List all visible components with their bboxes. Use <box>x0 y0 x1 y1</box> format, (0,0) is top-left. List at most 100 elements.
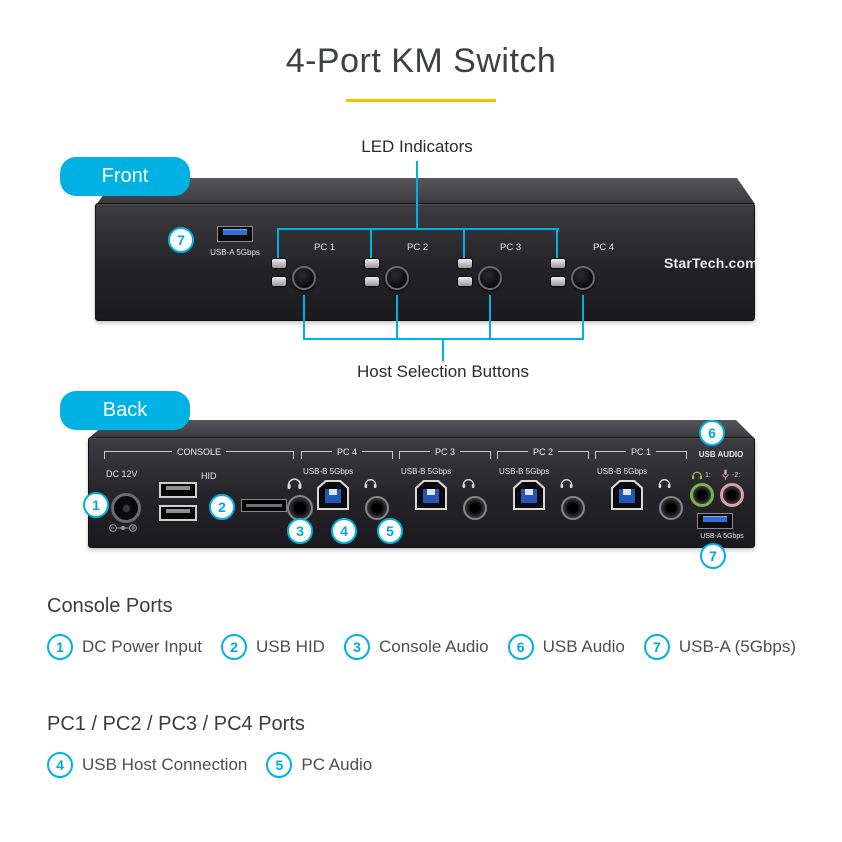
usb-audio-out-jack <box>690 483 714 507</box>
channel-group-3: PC 3 <box>456 242 542 308</box>
legend-badge-6: 6 <box>507 634 534 660</box>
callout-badge-6: 6 <box>699 420 725 446</box>
usb-audio-in-jack <box>720 483 744 507</box>
led-indicator <box>272 277 286 286</box>
channel-group-2: PC 2 <box>363 242 449 308</box>
front-panel-face: 7 USB-A 5Gbps PC 1 PC 2 PC 3 <box>95 203 758 321</box>
microphone-icon <box>722 469 729 480</box>
led-indicator <box>365 277 379 286</box>
pc3-section-label: PC 3 <box>435 447 456 457</box>
headphone-icon <box>462 479 475 489</box>
legend-label: PC Audio <box>301 755 373 774</box>
pc4-label: PC 4 <box>593 242 615 253</box>
legend-badge-2: 2 <box>221 634 247 660</box>
usb-a-port-back <box>697 513 733 529</box>
pc2-audio-jack <box>561 496 585 520</box>
usb-a-port-front-label: USB-A 5Gbps <box>210 248 260 257</box>
callout-badge-2: 2 <box>209 494 235 520</box>
callout-badge-1: 1 <box>83 492 109 518</box>
pc1-section-label: PC 1 <box>631 447 652 457</box>
led-indicator <box>458 259 472 268</box>
back-panel-top-face <box>89 420 754 438</box>
legend-badge-7: 7 <box>643 634 670 660</box>
callout-badge-3: 3 <box>287 518 313 544</box>
button-callout-drop-2 <box>396 295 398 340</box>
legend-item-dc-power: 1 DC Power Input <box>47 634 202 660</box>
audio-out-number: 1: <box>705 472 711 479</box>
legend-badge-4: 4 <box>47 752 73 778</box>
back-panel-device: CONSOLE PC 4 PC 3 PC 2 PC 1 <box>88 420 755 548</box>
console-section-label: CONSOLE <box>177 447 222 457</box>
button-callout-bar <box>303 338 584 340</box>
pc3-usb-b-port <box>415 480 447 510</box>
legend-label: DC Power Input <box>82 637 202 656</box>
legend-label: USB Audio <box>542 637 625 656</box>
headphone-icon <box>692 471 702 480</box>
pc3-section-bracket: PC 3 <box>399 447 492 462</box>
legend-badge-5: 5 <box>266 752 293 778</box>
host-buttons-callout: Host Selection Buttons <box>357 362 529 381</box>
legend-label: USB-A (5Gbps) <box>678 637 796 656</box>
pc1-label: PC 1 <box>314 242 336 253</box>
pc4-usb-b-label: USB-B 5Gbps <box>303 467 354 476</box>
pc2-usb-b-label: USB-B 5Gbps <box>499 467 550 476</box>
button-callout-drop-3 <box>489 295 491 340</box>
pc1-usb-b-label: USB-B 5Gbps <box>597 467 648 476</box>
back-panel-face: CONSOLE PC 4 PC 3 PC 2 PC 1 <box>88 437 755 548</box>
dc-power-jack <box>111 493 141 523</box>
usb-hid-port-1 <box>159 482 197 498</box>
callout-badge-7-back: 7 <box>700 543 726 569</box>
usb-a-tongue <box>222 229 248 235</box>
console-section-bracket: CONSOLE <box>104 447 295 462</box>
console-ports-legend: 1 DC Power Input 2 USB HID 3 Console Aud… <box>47 634 796 660</box>
led-indicators-callout: LED Indicators <box>361 137 473 156</box>
legend-label: USB HID <box>256 637 325 656</box>
led-callout-drop-2 <box>370 230 372 258</box>
front-panel-device: 7 USB-A 5Gbps PC 1 PC 2 PC 3 <box>95 178 758 324</box>
led-callout-drop-4 <box>556 230 558 258</box>
led-indicator <box>272 259 286 268</box>
pc3-label: PC 3 <box>500 242 522 253</box>
pc4-usb-b-port <box>317 480 349 510</box>
pc4-section-bracket: PC 4 <box>301 447 394 462</box>
callout-badge-5: 5 <box>377 518 403 544</box>
led-callout-stem <box>416 161 418 229</box>
pc4-audio-jack <box>365 496 389 520</box>
dc-power-label: DC 12V <box>106 469 138 479</box>
legend-item-pc-audio: 5 PC Audio <box>266 752 372 778</box>
led-callout-bar <box>277 228 559 230</box>
pc4-section-label: PC 4 <box>337 447 358 457</box>
usb-audio-section-label: USB AUDIO <box>698 450 744 459</box>
legend-label: USB Host Connection <box>82 755 248 774</box>
pc1-audio-jack <box>659 496 683 520</box>
headphone-icon <box>560 479 573 489</box>
pc1-section-bracket: PC 1 <box>595 447 688 462</box>
pc2-section-label: PC 2 <box>533 447 554 457</box>
host-selection-button-1 <box>292 266 316 290</box>
led-indicator <box>458 277 472 286</box>
console-ports-heading: Console Ports <box>47 595 173 617</box>
led-indicator <box>551 259 565 268</box>
callout-badge-7-front: 7 <box>168 227 194 253</box>
channel-group-1: PC 1 <box>270 242 356 308</box>
legend-label: Console Audio <box>378 637 489 656</box>
channel-group-4: PC 4 <box>549 242 635 308</box>
usb-a-port-front <box>217 226 253 242</box>
led-callout-drop-1 <box>277 230 279 258</box>
pc-ports-heading: PC1 / PC2 / PC3 / PC4 Ports <box>47 713 305 735</box>
hid-slot <box>241 499 287 512</box>
audio-in-number: -2: <box>732 472 741 479</box>
host-selection-button-2 <box>385 266 409 290</box>
front-panel-top-face <box>97 178 755 204</box>
title-underline <box>346 99 496 102</box>
headphone-icon <box>658 479 671 489</box>
legend-item-usb-audio: 6 USB Audio <box>507 634 625 660</box>
legend-item-usb-hid: 2 USB HID <box>221 634 325 660</box>
legend-item-usb-host: 4 USB Host Connection <box>47 752 247 778</box>
usb-a-port-back-label: USB-A 5Gbps <box>700 533 744 540</box>
hid-label: HID <box>201 471 217 481</box>
led-indicator <box>551 277 565 286</box>
legend-item-console-audio: 3 Console Audio <box>343 634 489 660</box>
headphone-icon <box>287 478 302 489</box>
